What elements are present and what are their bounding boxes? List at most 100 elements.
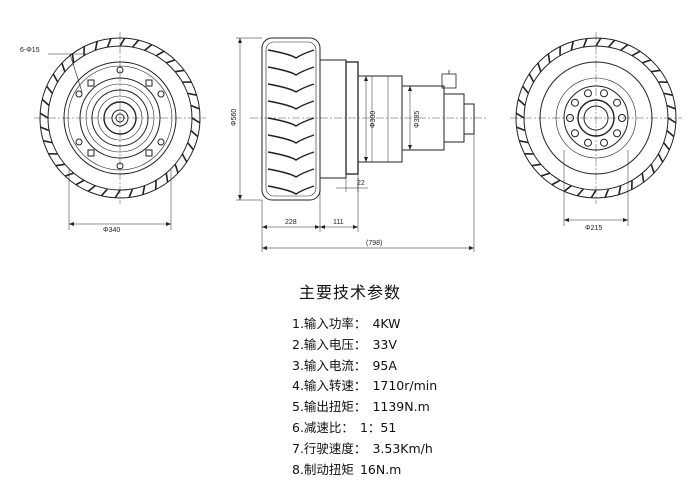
tread-chevron <box>267 66 315 76</box>
holes-label: 6-Φ15 <box>20 47 40 54</box>
height-diameter-label: Φ560 <box>231 109 238 126</box>
tread-mark <box>39 112 49 119</box>
right-wheel-view <box>510 32 682 226</box>
spec-label: 1.输入功率： <box>292 316 367 331</box>
bolt-hole <box>613 129 622 138</box>
tread-mark <box>64 172 74 177</box>
right-diameter-label: Φ215 <box>585 225 602 232</box>
spec-label: 5.输出扭矩： <box>292 399 367 415</box>
tread-chevron <box>267 185 315 195</box>
tread-mark <box>547 53 551 63</box>
tread-mark <box>144 43 153 51</box>
tread-mark <box>582 38 588 48</box>
tread-mark <box>166 59 176 64</box>
tread-mark <box>187 92 197 96</box>
spec-value: 16N.m <box>359 461 402 477</box>
bolt-hole <box>583 89 592 98</box>
tread-mark <box>663 142 671 151</box>
tread-mark <box>515 112 525 119</box>
tread-chevron <box>267 151 315 161</box>
tread-mark <box>52 73 59 83</box>
tread-mark <box>607 39 616 48</box>
tread-chevron <box>267 83 315 93</box>
tread-mark <box>142 185 146 195</box>
tread-mark <box>106 38 112 48</box>
tread-mark <box>87 185 96 193</box>
tread-mark <box>40 126 50 132</box>
spec-value: 4KW <box>372 316 401 331</box>
spec-item: 5.输出扭矩： 1139N.m <box>292 397 437 418</box>
tread-mark <box>540 172 550 177</box>
spec-item: 3.输入电流：95A <box>292 356 437 377</box>
technical-drawing: 6-Φ15 Φ340 <box>20 32 682 252</box>
tread-mark <box>119 37 126 47</box>
left-diameter-label: Φ340 <box>103 227 120 234</box>
tread-chevron <box>267 100 315 110</box>
spec-value: 1139N.m <box>372 399 430 415</box>
spec-value: 1710r/min <box>372 378 438 394</box>
tread-mark <box>651 69 661 73</box>
motor-diameter-label: Φ385 <box>414 111 421 128</box>
tread-mark <box>528 73 535 83</box>
bolt-hole <box>583 138 592 147</box>
spec-item: 8.制动扭矩 16N.m <box>292 460 437 480</box>
spec-label: 6.减速比： <box>292 419 354 435</box>
bolt-hole <box>570 98 579 107</box>
side-view <box>236 37 488 252</box>
tread-mark <box>657 153 664 163</box>
tread-mark <box>174 164 179 174</box>
tire-width-label: 228 <box>285 219 297 226</box>
spec-label: 2.输入电压： <box>292 336 367 352</box>
tread-mark <box>666 104 676 110</box>
tread-mark <box>666 129 675 138</box>
tread-mark <box>45 85 53 94</box>
tread-mark <box>190 104 200 110</box>
total-length-label: (798) <box>366 240 382 247</box>
spec-item: 7.行驶速度：3.53Km/h <box>292 439 437 460</box>
tread-mark <box>191 117 201 124</box>
tread-mark <box>576 188 585 197</box>
spec-item: 4.输入转速： 1710r/min <box>292 376 437 397</box>
tread-mark <box>55 163 65 167</box>
spec-value: 33V <box>372 336 397 352</box>
tread-mark <box>604 188 610 198</box>
tread-mark <box>516 126 526 132</box>
tread-mark <box>531 163 541 167</box>
tread-chevron <box>267 168 315 178</box>
tread-mark <box>43 140 53 144</box>
tread-mark <box>181 153 188 163</box>
tread-mark <box>131 39 140 48</box>
tread-mark <box>537 62 542 72</box>
offset-label: 22 <box>357 180 365 187</box>
bolt-hole <box>600 138 609 147</box>
tread-mark <box>187 142 195 151</box>
spec-value: 1：51 <box>359 419 397 435</box>
tread-mark <box>667 117 677 124</box>
tread-mark <box>94 41 98 51</box>
tread-mark <box>641 173 645 183</box>
flange-diameter-label: Φ300 <box>370 111 377 128</box>
spec-label: 4.输入转速： <box>292 378 367 394</box>
spec-item: 2.输入电压： 33V <box>292 335 437 356</box>
tread-mark <box>570 41 574 51</box>
spec-label: 7.行驶速度： <box>292 440 367 456</box>
tread-mark <box>190 129 199 138</box>
spec-item: 1.输入功率： 4KW <box>292 314 437 335</box>
tread-mark <box>595 37 602 47</box>
bolt-hole <box>600 89 609 98</box>
tread-mark <box>175 69 185 73</box>
spec-title: 主要技术参数 <box>298 283 401 302</box>
tread-mark <box>663 92 673 96</box>
tread-chevron <box>267 49 315 59</box>
tread-mark <box>165 173 169 183</box>
tread-mark <box>563 185 572 193</box>
tread-mark <box>620 43 629 51</box>
tread-mark <box>128 188 134 198</box>
tread-mark <box>71 53 75 63</box>
spec-label: 8.制动扭矩 <box>292 461 354 477</box>
tread-chevron <box>267 117 315 127</box>
tread-mark <box>517 98 526 107</box>
bolt-hole <box>613 98 622 107</box>
tread-mark <box>114 189 121 199</box>
tread-mark <box>75 179 85 186</box>
